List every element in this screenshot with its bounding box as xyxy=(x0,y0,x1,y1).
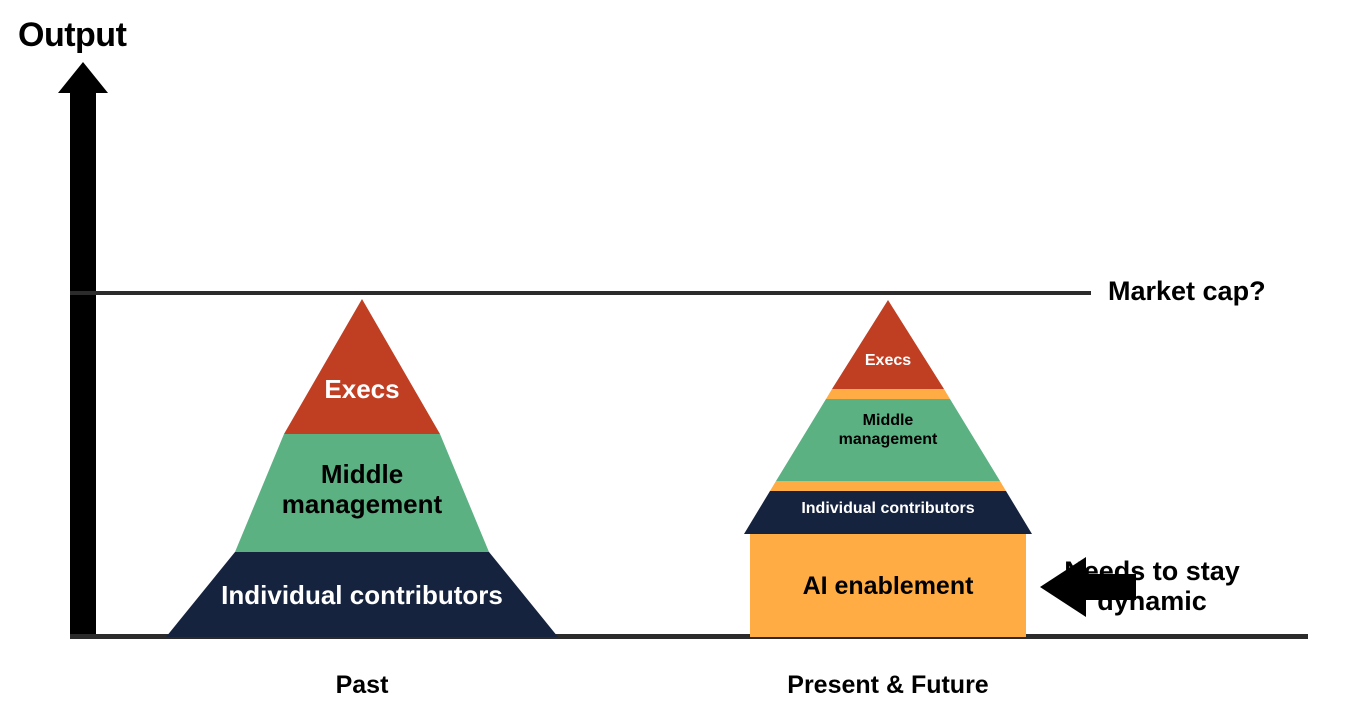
tier-individual-contributors-past xyxy=(166,552,558,637)
dynamic-arrow-icon xyxy=(1040,557,1136,617)
tier-divider-band-upper xyxy=(826,389,950,399)
tier-individual-contributors-present xyxy=(744,491,1032,534)
tier-middle-management-past xyxy=(235,434,489,552)
market-cap-label: Market cap? xyxy=(1108,276,1266,306)
x-axis-line xyxy=(70,634,1308,639)
y-axis-title: Output xyxy=(18,16,127,54)
axis-category-present-future: Present & Future xyxy=(787,671,989,699)
dynamic-note-line-1: Needs to stay xyxy=(1064,556,1240,586)
tier-execs-present xyxy=(832,300,944,389)
market-cap-line xyxy=(70,291,1091,295)
y-axis-arrow xyxy=(58,62,108,638)
tier-execs-past xyxy=(284,299,440,434)
block-ai-enablement xyxy=(750,534,1026,637)
pyramid-present-future xyxy=(744,300,1032,637)
tier-middle-management-present xyxy=(776,399,1000,481)
dynamic-note-line-2: dynamic xyxy=(1097,586,1207,617)
axis-category-past: Past xyxy=(335,671,389,699)
pyramid-past xyxy=(166,299,558,637)
tier-divider-band-lower xyxy=(770,481,1006,491)
